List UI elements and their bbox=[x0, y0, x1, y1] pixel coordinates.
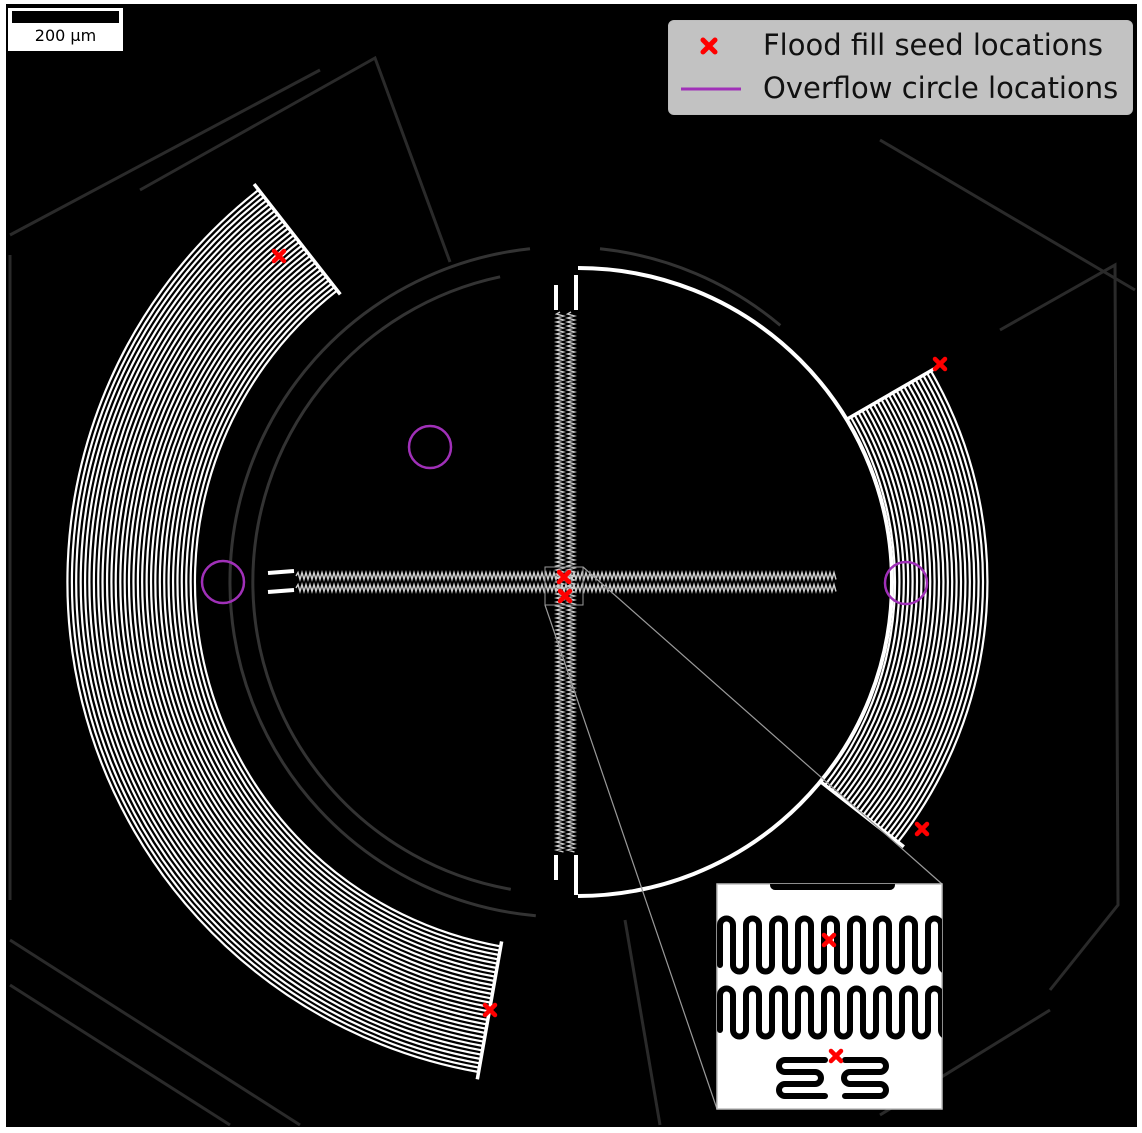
legend-label-circle: Overflow circle locations bbox=[763, 71, 1119, 105]
seed-marker-icon bbox=[557, 588, 573, 604]
arc-channel-left bbox=[123, 234, 489, 1017]
inlet-stub bbox=[267, 588, 295, 594]
seed-marker-icon bbox=[932, 356, 948, 372]
vertical-channel-left bbox=[553, 311, 567, 853]
inset-zoom bbox=[544, 566, 943, 1110]
arc-channel-left bbox=[150, 254, 494, 991]
arc-channel-left bbox=[83, 202, 482, 1056]
arc-channel-right bbox=[893, 372, 985, 840]
x-marker-icon bbox=[700, 37, 718, 55]
zoom-source-box bbox=[544, 566, 584, 606]
arc-channel-left bbox=[185, 282, 500, 957]
seed-markers bbox=[271, 248, 948, 1064]
arc-channel-left bbox=[88, 206, 483, 1052]
arc-channel-left bbox=[75, 195, 481, 1065]
overflow-circle bbox=[407, 424, 453, 470]
device-outline bbox=[228, 247, 782, 918]
arc-channel-right bbox=[869, 387, 954, 822]
inlet-stub bbox=[267, 569, 295, 575]
arc-channel-left bbox=[119, 230, 488, 1022]
arc-channel-left bbox=[132, 241, 491, 1009]
arc-channel-right bbox=[858, 394, 941, 813]
arc-channel-left bbox=[110, 223, 487, 1030]
arc-channel-right bbox=[883, 379, 971, 832]
arc-channel-left bbox=[79, 199, 482, 1061]
inset-small-meander-left bbox=[776, 1057, 828, 1099]
arc-channel-left bbox=[193, 289, 501, 948]
inset-small-meander-right bbox=[841, 1057, 889, 1099]
seed-marker-icon bbox=[821, 932, 837, 948]
inset-connector-line bbox=[544, 604, 718, 1110]
inset-meander-top bbox=[717, 915, 942, 975]
arc-channel-right bbox=[838, 407, 914, 797]
arc-channel-left bbox=[145, 251, 493, 996]
arc-channel-left bbox=[70, 192, 480, 1069]
legend-label-seed: Flood fill seed locations bbox=[763, 28, 1104, 62]
half-circle-arc bbox=[577, 266, 894, 898]
arc-channel-left bbox=[172, 272, 498, 970]
arc-channel-right bbox=[824, 416, 897, 786]
scale-bar-line bbox=[12, 11, 119, 23]
arc-channel-right bbox=[841, 405, 919, 800]
line-swatch-icon bbox=[681, 87, 741, 91]
arc-channel-right bbox=[851, 398, 932, 808]
arc-channel-right bbox=[831, 412, 905, 792]
arc-channel-right bbox=[890, 374, 980, 838]
arc-channel-left bbox=[189, 286, 501, 952]
arc-channel-left bbox=[114, 227, 488, 1026]
arc-channel-left bbox=[127, 237, 490, 1013]
legend-item-seed: Flood fill seed locations bbox=[669, 26, 1132, 66]
seed-marker-icon bbox=[482, 1002, 498, 1018]
arc-channel-right bbox=[855, 396, 936, 811]
arc-channel-left bbox=[66, 189, 479, 1074]
arc-channel-left bbox=[105, 220, 486, 1035]
scale-bar: 200 µm bbox=[8, 8, 123, 51]
arc-channel-left bbox=[163, 265, 496, 978]
arc-channel-right bbox=[827, 414, 901, 789]
arc-channel-right bbox=[862, 392, 945, 816]
inset-meander-middle bbox=[717, 985, 942, 1040]
arc-channel-left bbox=[141, 247, 492, 1000]
inset-connector-line bbox=[582, 566, 943, 885]
arc-channel-left bbox=[167, 268, 497, 974]
arc-channel-left bbox=[154, 258, 495, 987]
arc-channel-right bbox=[897, 370, 989, 843]
arc-channel-right bbox=[844, 403, 923, 803]
arc-channel-left bbox=[158, 261, 495, 983]
arc-channel-left bbox=[176, 275, 498, 965]
arc-channel-right bbox=[872, 385, 958, 824]
arc-channel-right bbox=[865, 390, 949, 819]
arc-channel-right bbox=[879, 381, 967, 830]
arc-channel-left bbox=[97, 213, 485, 1043]
overflow-circles bbox=[200, 424, 929, 606]
arc-channel-left bbox=[92, 209, 484, 1048]
overflow-circle bbox=[200, 559, 246, 605]
arc-cap-right-top bbox=[845, 365, 939, 422]
legend-item-circle: Overflow circle locations bbox=[669, 69, 1132, 109]
horizontal-channel-bottom bbox=[295, 581, 837, 595]
serpentine-arcs bbox=[66, 189, 989, 1074]
seed-marker-icon bbox=[556, 569, 572, 585]
arc-channel-right bbox=[848, 401, 927, 805]
seed-marker-icon bbox=[828, 1048, 844, 1064]
arc-channel-right bbox=[834, 409, 910, 794]
arc-channel-left bbox=[136, 244, 491, 1004]
arc-channel-left bbox=[101, 216, 485, 1039]
arc-channel-left bbox=[180, 279, 499, 961]
inset-content bbox=[717, 884, 942, 1099]
legend: Flood fill seed locations Overflow circl… bbox=[668, 20, 1133, 115]
overflow-circle bbox=[883, 560, 929, 606]
arc-channel-right bbox=[876, 383, 963, 827]
seed-marker-icon bbox=[914, 821, 930, 837]
seed-marker-icon bbox=[271, 248, 287, 264]
arc-channel-right bbox=[886, 376, 976, 835]
arc-cap-left-top bbox=[252, 182, 342, 296]
scale-bar-label: 200 µm bbox=[34, 26, 97, 45]
half-circle-channel bbox=[577, 266, 894, 898]
